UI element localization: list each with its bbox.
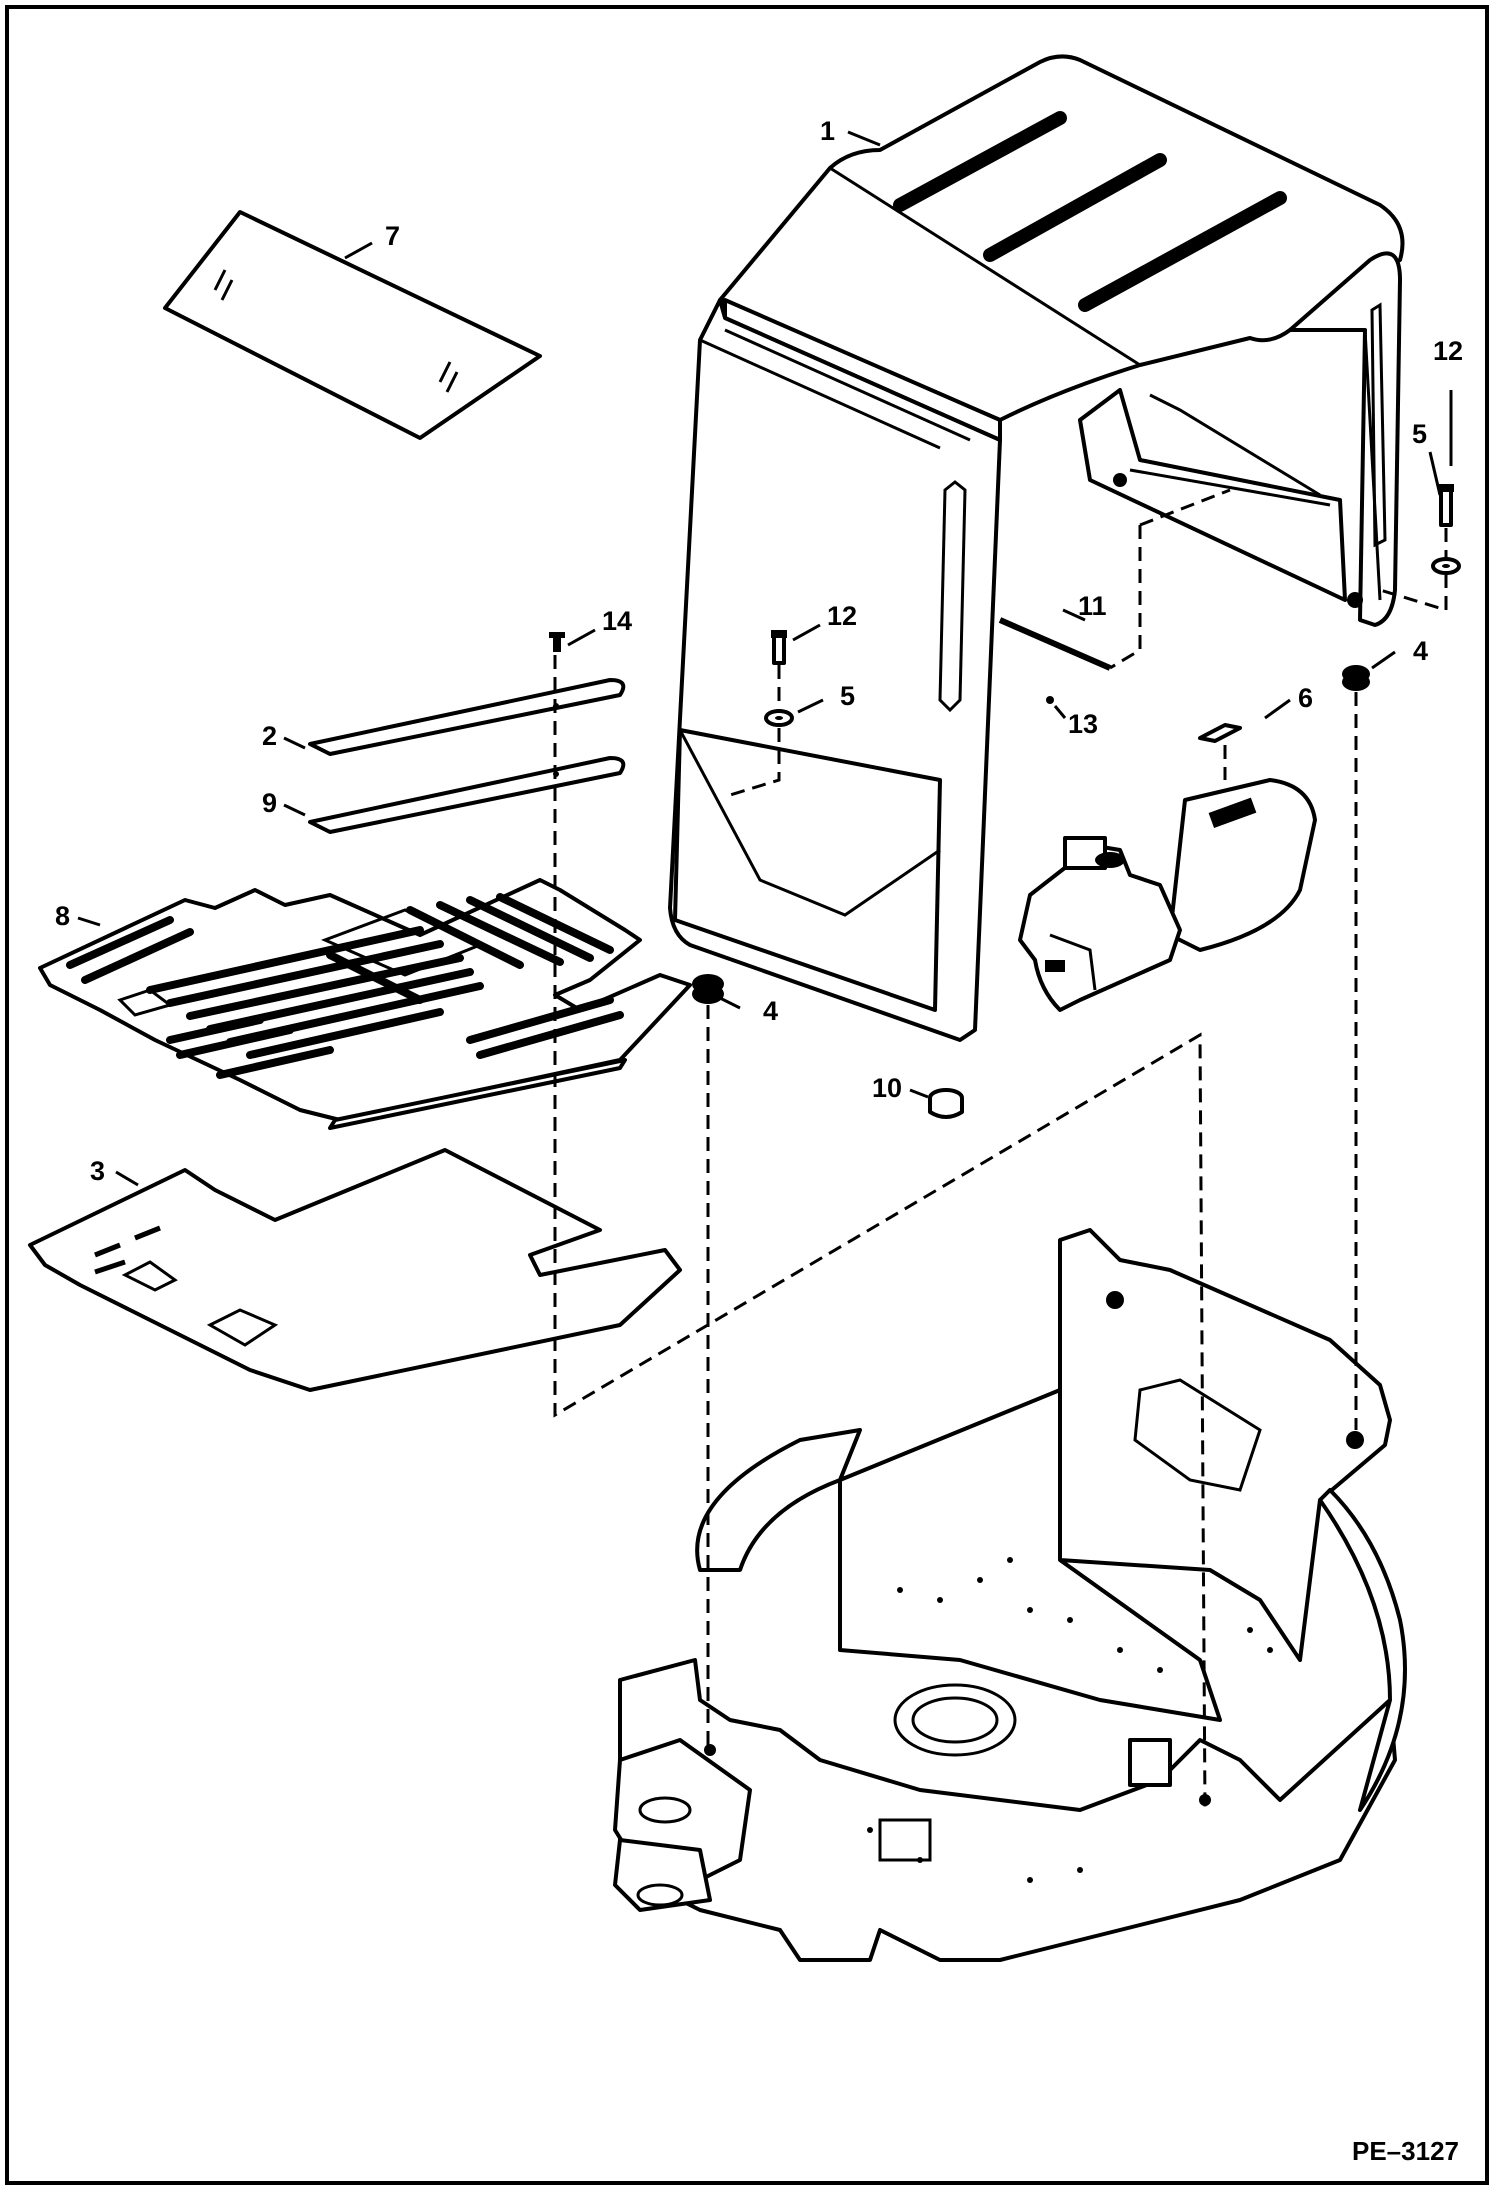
part-13-clip bbox=[1046, 696, 1054, 704]
isolator-4-right bbox=[1342, 665, 1370, 691]
part-7-window-glass bbox=[163, 210, 542, 440]
part-11-rod bbox=[998, 617, 1112, 671]
callout-4-right: 4 bbox=[1413, 636, 1428, 666]
part-6-decal bbox=[1198, 723, 1242, 743]
callout-5-right: 5 bbox=[1412, 419, 1427, 449]
hardware-bolt-14 bbox=[549, 632, 565, 652]
part-10-cap bbox=[928, 1088, 964, 1119]
hardware-bolt-12-right bbox=[1431, 484, 1461, 575]
part-8-floor-mat bbox=[38, 878, 692, 1130]
part-1-canopy bbox=[668, 54, 1405, 1042]
callout-8: 8 bbox=[55, 901, 70, 931]
callout-10: 10 bbox=[872, 1073, 902, 1103]
part-6-control-console bbox=[1018, 778, 1317, 1012]
part-9-trim-strip bbox=[308, 756, 626, 834]
callout-numbers: 1 2 3 4 4 5 5 6 7 8 9 10 11 12 12 13 14 bbox=[55, 116, 1463, 1186]
callout-4-left: 4 bbox=[763, 996, 778, 1026]
assembly-guide-lines bbox=[553, 488, 1448, 1811]
callout-13: 13 bbox=[1068, 709, 1098, 739]
callout-14: 14 bbox=[602, 606, 632, 636]
callout-12-right: 12 bbox=[1433, 336, 1463, 366]
callout-6: 6 bbox=[1298, 683, 1313, 713]
callout-1: 1 bbox=[820, 116, 835, 146]
hardware-bolt-12-left bbox=[764, 630, 794, 727]
part-3-floor-plate bbox=[28, 1148, 682, 1392]
callout-9: 9 bbox=[262, 788, 277, 818]
reference-code: PE–3127 bbox=[1352, 2136, 1459, 2166]
callout-2: 2 bbox=[262, 721, 277, 751]
callout-12-left: 12 bbox=[827, 601, 857, 631]
callout-11: 11 bbox=[1078, 591, 1107, 621]
callout-3: 3 bbox=[90, 1156, 105, 1186]
upper-frame bbox=[613, 1228, 1407, 1962]
part-2-trim-strip bbox=[308, 678, 626, 756]
callout-7: 7 bbox=[385, 221, 400, 251]
callout-5-left: 5 bbox=[840, 681, 855, 711]
part-3-cutouts bbox=[94, 1225, 279, 1347]
callout-leaders bbox=[77, 130, 1453, 1187]
isolator-4-left bbox=[692, 974, 724, 1004]
